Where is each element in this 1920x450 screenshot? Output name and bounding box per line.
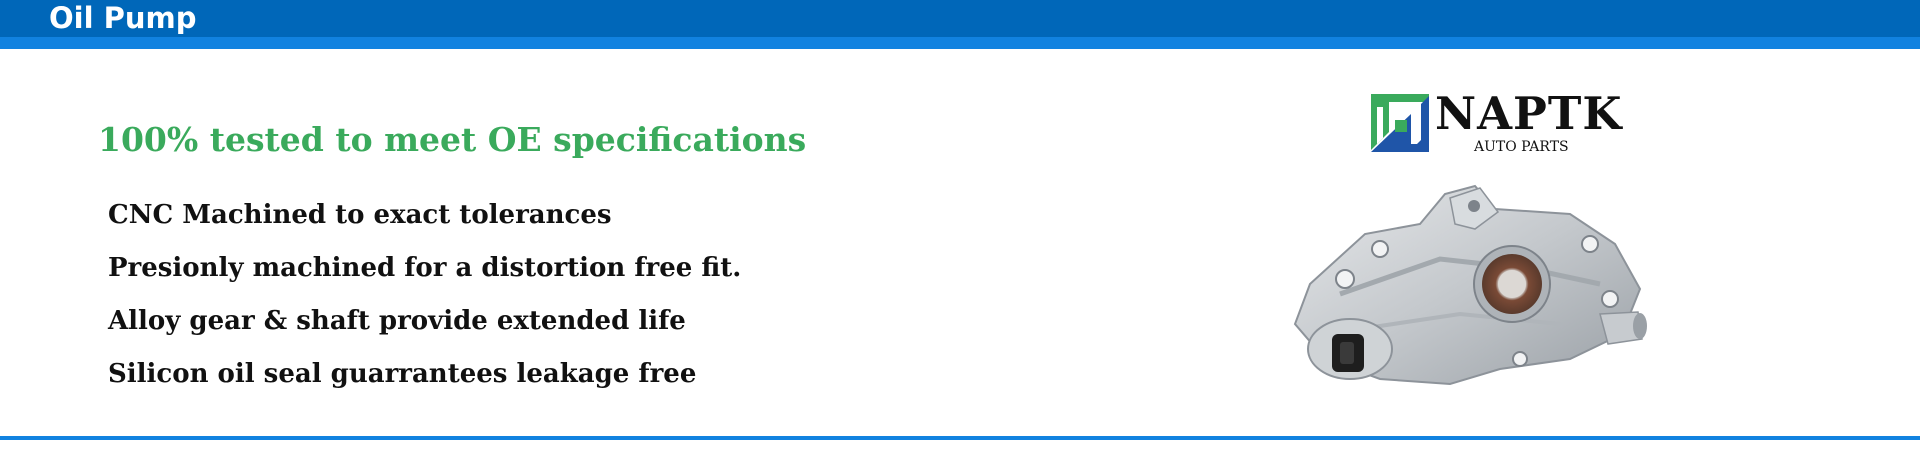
feature-list: CNC Machined to exact tolerances Presion… [108, 195, 741, 407]
brand-tagline: AUTO PARTS [1474, 139, 1569, 155]
feature-item: Silicon oil seal guarrantees leakage fre… [108, 359, 697, 389]
oil-pump-photo [1293, 184, 1647, 386]
feature-item: CNC Machined to exact tolerances [108, 200, 612, 230]
product-area: NAPTK AUTO PARTS [1245, 64, 1740, 408]
brand-logo: NAPTK AUTO PARTS [1369, 90, 1621, 158]
feature-item: Alloy gear & shaft provide extended life [108, 306, 686, 336]
brand-mark-icon [1371, 94, 1429, 152]
feature-item: Presionly machined for a distortion free… [108, 253, 742, 283]
bottom-rule [0, 436, 1920, 440]
page-title: Oil Pump [49, 1, 197, 35]
brand-name: NAPTK [1435, 87, 1623, 140]
header-stripe [0, 37, 1920, 49]
header-bar [0, 0, 1920, 37]
headline: 100% tested to meet OE specifications [98, 120, 807, 159]
